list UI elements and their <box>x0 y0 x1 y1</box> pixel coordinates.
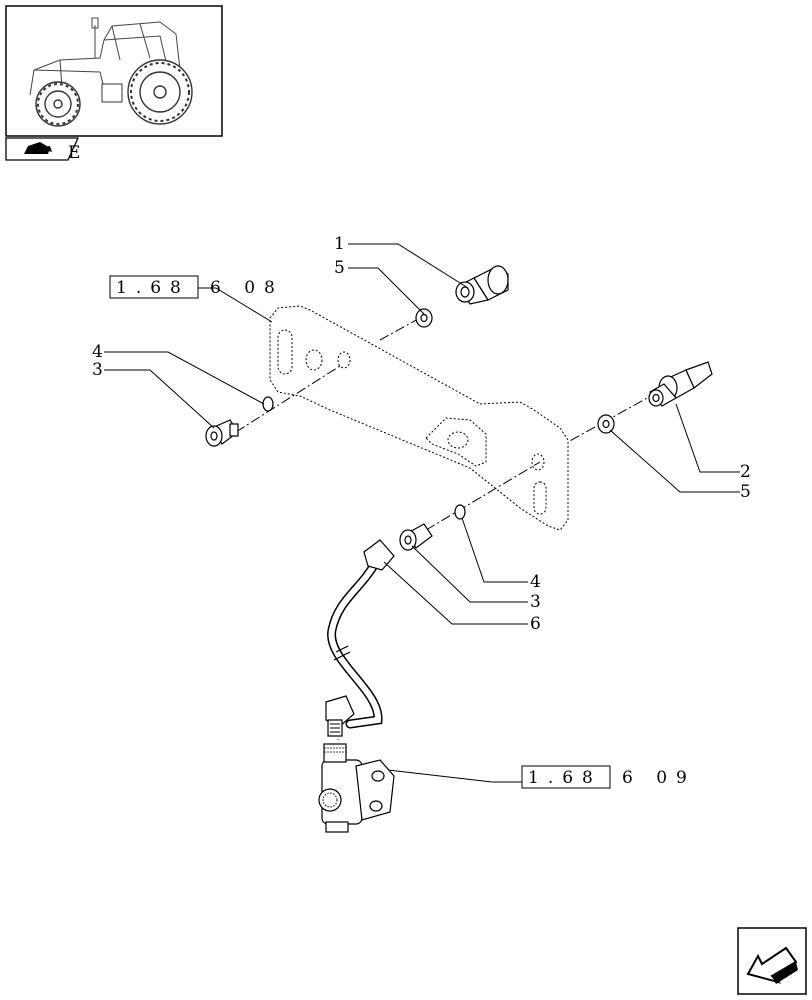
callout-3-mid: 3 <box>530 592 541 612</box>
part-5-washer-top[interactable] <box>415 308 433 328</box>
callout-2-right: 2 <box>740 462 751 482</box>
reference-bottom[interactable]: 1.68 6 09 <box>521 765 696 789</box>
callout-4-left: 4 <box>92 342 103 362</box>
part-6-pipe[interactable] <box>325 539 395 737</box>
valve-body[interactable] <box>318 743 395 833</box>
reference-top-suffix: 6 08 <box>210 278 284 298</box>
callout-5-right: 5 <box>740 482 751 502</box>
part-2-connector[interactable] <box>648 361 713 407</box>
part-4-oring-mid[interactable] <box>454 504 466 520</box>
part-4-oring-left[interactable] <box>262 396 274 412</box>
thumbnail-caption: E <box>68 143 80 163</box>
callout-1: 1 <box>334 234 345 254</box>
leader-lines <box>104 243 740 783</box>
callout-3-left: 3 <box>92 360 103 380</box>
section-tag-icon <box>5 137 80 161</box>
mounting-bracket <box>269 305 569 531</box>
callout-6: 6 <box>530 614 541 634</box>
reference-bottom-boxed: 1.68 <box>528 768 602 788</box>
tractor-thumbnail-icon[interactable] <box>5 5 223 137</box>
reference-top[interactable]: 1.68 6 08 <box>109 275 284 299</box>
callout-5-top: 5 <box>334 258 345 278</box>
part-1-connector[interactable] <box>455 265 509 305</box>
navigation-arrow-icon[interactable] <box>737 927 807 995</box>
part-3-adapter-left[interactable] <box>205 419 239 447</box>
callout-4-mid: 4 <box>530 572 541 592</box>
reference-bottom-suffix: 6 09 <box>622 768 696 788</box>
part-3-adapter-mid[interactable] <box>399 523 433 551</box>
part-5-washer-right[interactable] <box>597 414 615 434</box>
reference-top-boxed: 1.68 <box>116 278 190 298</box>
